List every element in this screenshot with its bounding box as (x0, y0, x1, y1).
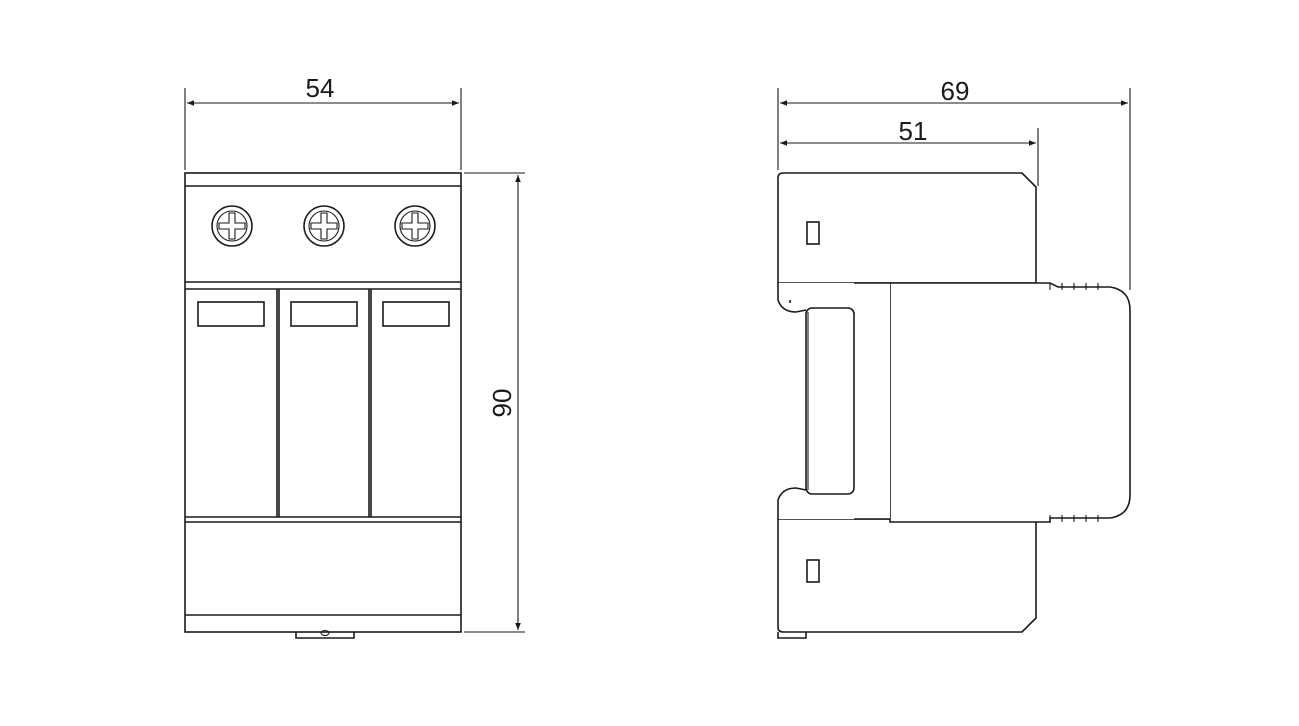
side-window-bottom (806, 559, 820, 583)
width-dimension: 54 (184, 73, 462, 170)
side-plug-module (889, 282, 1131, 523)
terminal-screw-3-icon (394, 205, 436, 247)
side-window-top (806, 221, 820, 245)
side-lower-body (777, 518, 1037, 633)
side-upper-body (777, 172, 1037, 284)
front-body-outline (184, 172, 462, 633)
side-view: 69 51 (777, 76, 1131, 639)
depth-dimension-69: 69 (777, 76, 1131, 290)
overall-depth-label: 69 (941, 76, 970, 106)
depth-dimension-51: 51 (780, 116, 1039, 186)
height-dimension: 90 (464, 172, 525, 633)
indicator-window-2 (290, 301, 358, 327)
terminal-screw-2-icon (303, 205, 345, 247)
din-clip (295, 632, 355, 639)
indicator-window-1 (197, 301, 265, 327)
side-din-clamp (805, 307, 855, 495)
body-depth-label: 51 (899, 116, 928, 146)
side-bottom-clip (777, 632, 807, 639)
front-view: 54 90 (184, 73, 525, 639)
width-dimension-label: 54 (306, 73, 335, 103)
terminal-screw-1-icon (211, 205, 253, 247)
indicator-window-3 (382, 301, 450, 327)
height-dimension-label: 90 (487, 389, 517, 418)
